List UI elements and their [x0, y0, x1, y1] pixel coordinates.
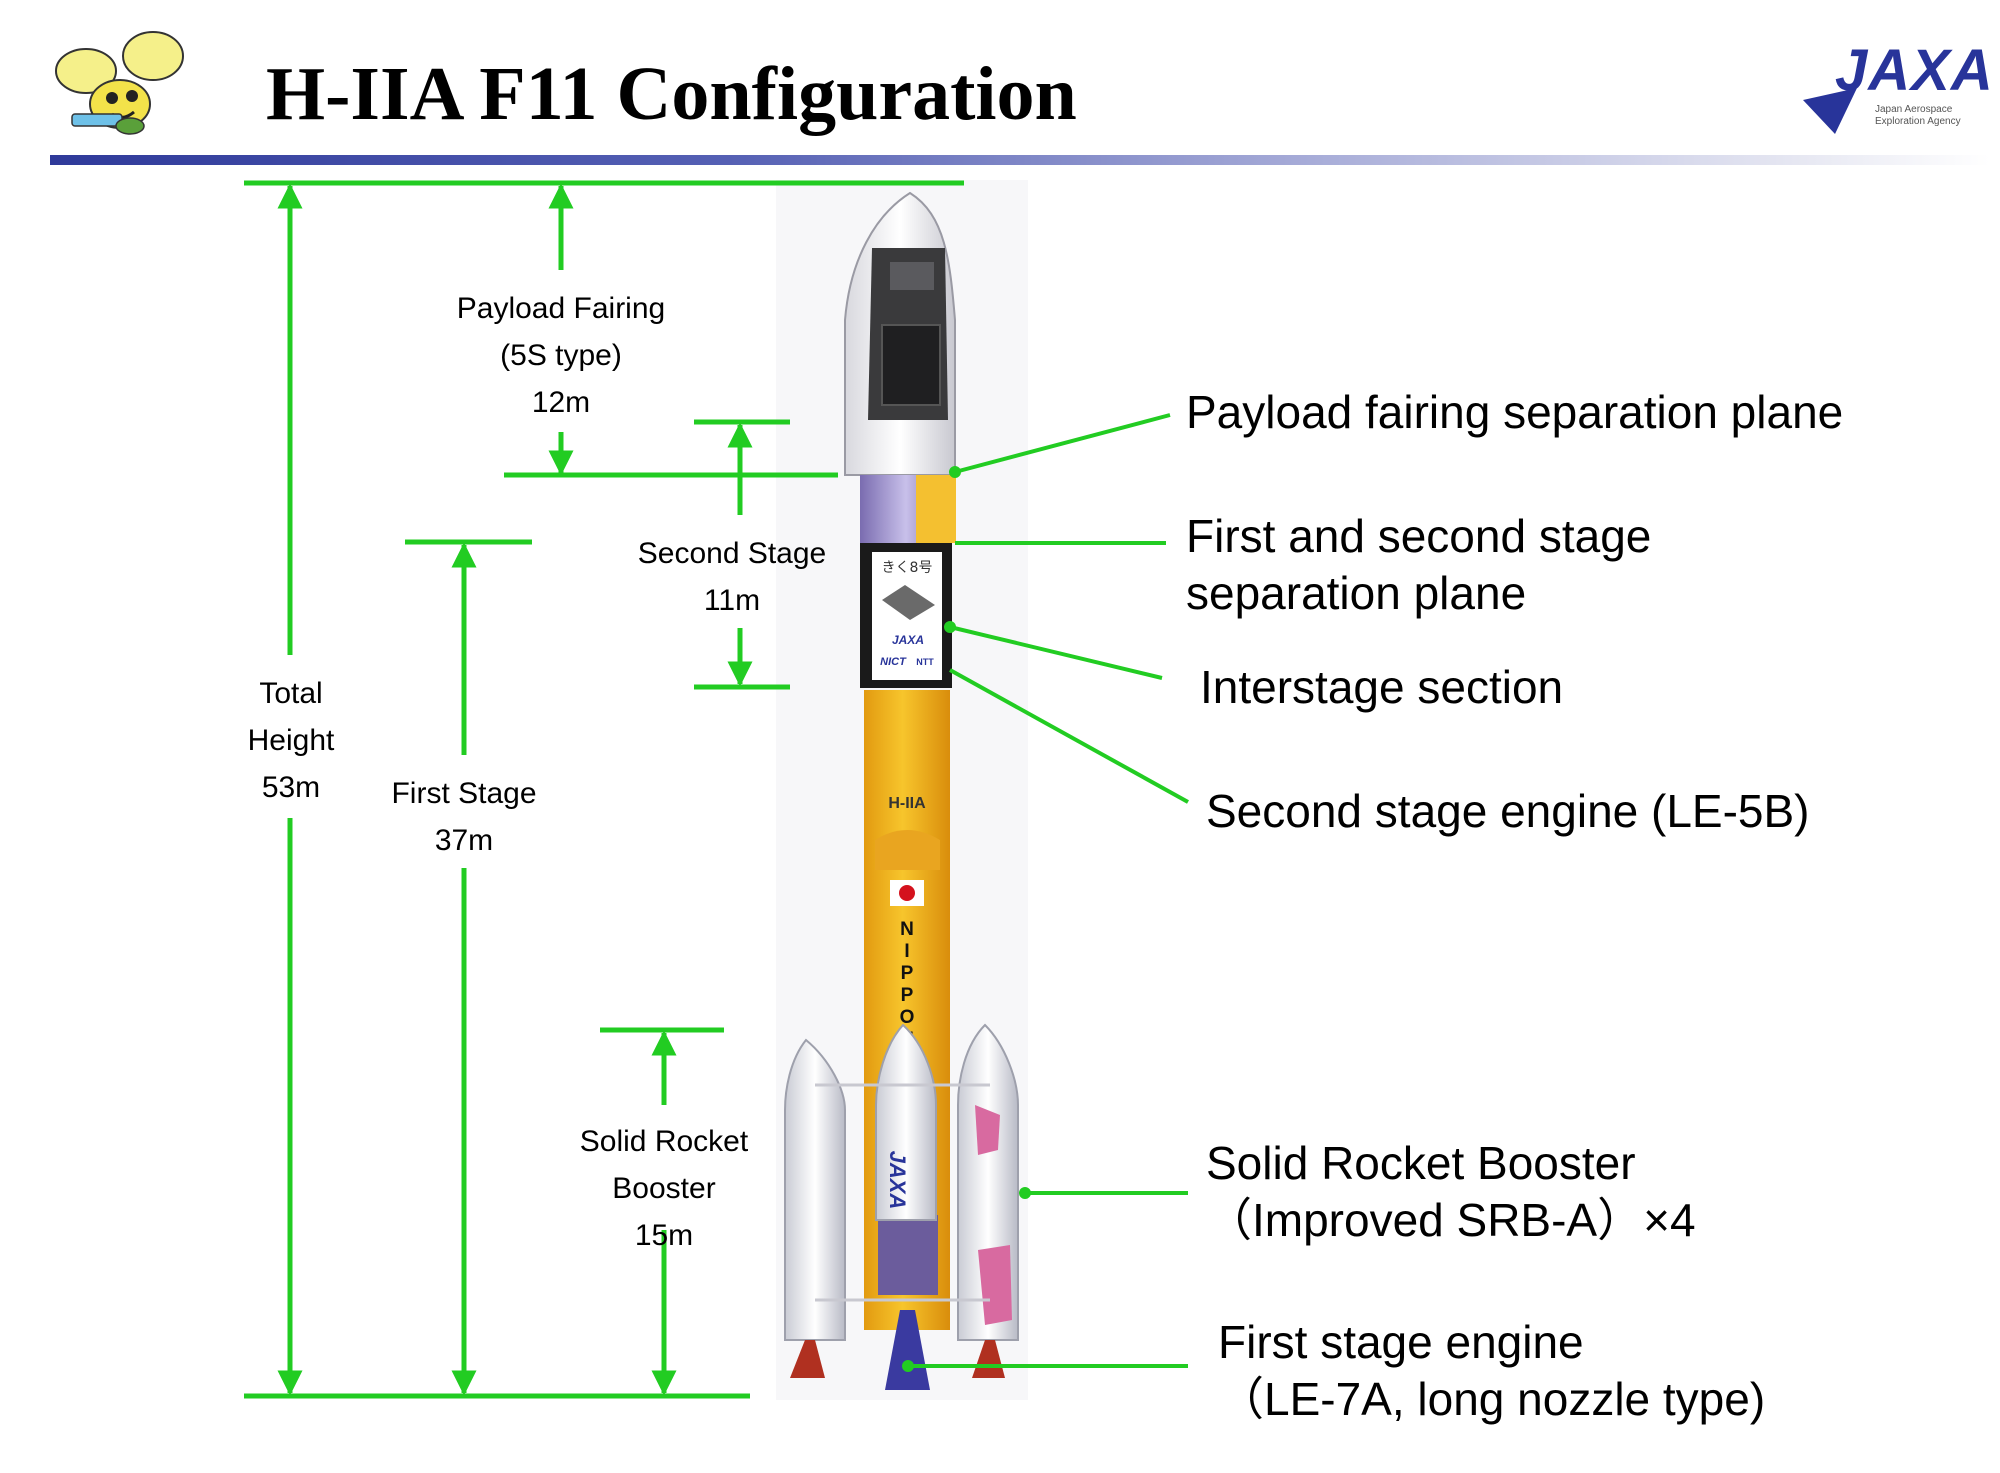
- jaxa-logo: JAXA Japan Aerospace Exploration Agency: [1795, 38, 1993, 138]
- page-title: H-IIA F11 Configuration: [266, 52, 1077, 136]
- nippon-letter: P: [901, 985, 914, 1006]
- satellite-name-text: きく8号: [882, 560, 933, 576]
- leader-second-engine: [949, 668, 1189, 804]
- org-jaxa-mark: JAXA: [892, 633, 924, 647]
- nippon-letter: O: [900, 1007, 915, 1028]
- jaxa-logo-line2: Exploration Agency: [1875, 116, 1961, 127]
- jaxa-logo-line1: Japan Aerospace: [1875, 104, 1953, 115]
- nippon-letter: P: [901, 963, 914, 984]
- callout-srb: Solid Rocket Booster （Improved SRB-A）×4: [1206, 1137, 1696, 1246]
- org-nict-mark: NICT: [880, 656, 907, 668]
- nippon-letter: I: [904, 941, 909, 962]
- callout-pf-separation: Payload fairing separation plane: [1186, 386, 1844, 438]
- first-stage-core: H-IIA NIPPON: [864, 690, 950, 1330]
- leader-lines: [902, 413, 1189, 1372]
- nippon-letter: N: [900, 919, 914, 940]
- dim-label-first-stage: First Stage 37m: [391, 777, 537, 857]
- payload-fairing: [844, 191, 956, 476]
- dim-label-payload-fairing: Payload Fairing (5S type) 12m: [456, 292, 666, 419]
- dimension-lines: [244, 180, 964, 1399]
- leader-interstage: [949, 625, 1163, 680]
- bee-mascot-icon: [55, 31, 184, 135]
- callout-stage-separation: First and second stage separation plane: [1186, 510, 1652, 619]
- callout-interstage: Interstage section: [1200, 661, 1564, 713]
- dim-label-total-height: Total Height 53m: [247, 677, 335, 804]
- second-stage: きく8号 JAXA NICT NTT: [860, 475, 956, 688]
- vehicle-name-text: H-IIA: [888, 795, 926, 812]
- callout-first-engine: First stage engine （LE-7A, long nozzle t…: [1218, 1316, 1766, 1425]
- booster-jaxa-mark: JAXA: [885, 1151, 910, 1210]
- jaxa-logo-text: JAXA: [1835, 38, 1994, 103]
- title-underline-bar: [50, 155, 1990, 165]
- dim-label-second-stage: Second Stage 11m: [637, 537, 827, 617]
- jaxa-logo-swoosh-icon: [1803, 88, 1857, 134]
- org-ntt-mark: NTT: [916, 657, 934, 667]
- solid-rocket-boosters: JAXA: [784, 1023, 1019, 1390]
- leader-pf-separation: [954, 413, 1171, 474]
- dim-label-srb: Solid Rocket Booster 15m: [579, 1125, 749, 1252]
- callout-second-engine: Second stage engine (LE-5B): [1206, 785, 1810, 837]
